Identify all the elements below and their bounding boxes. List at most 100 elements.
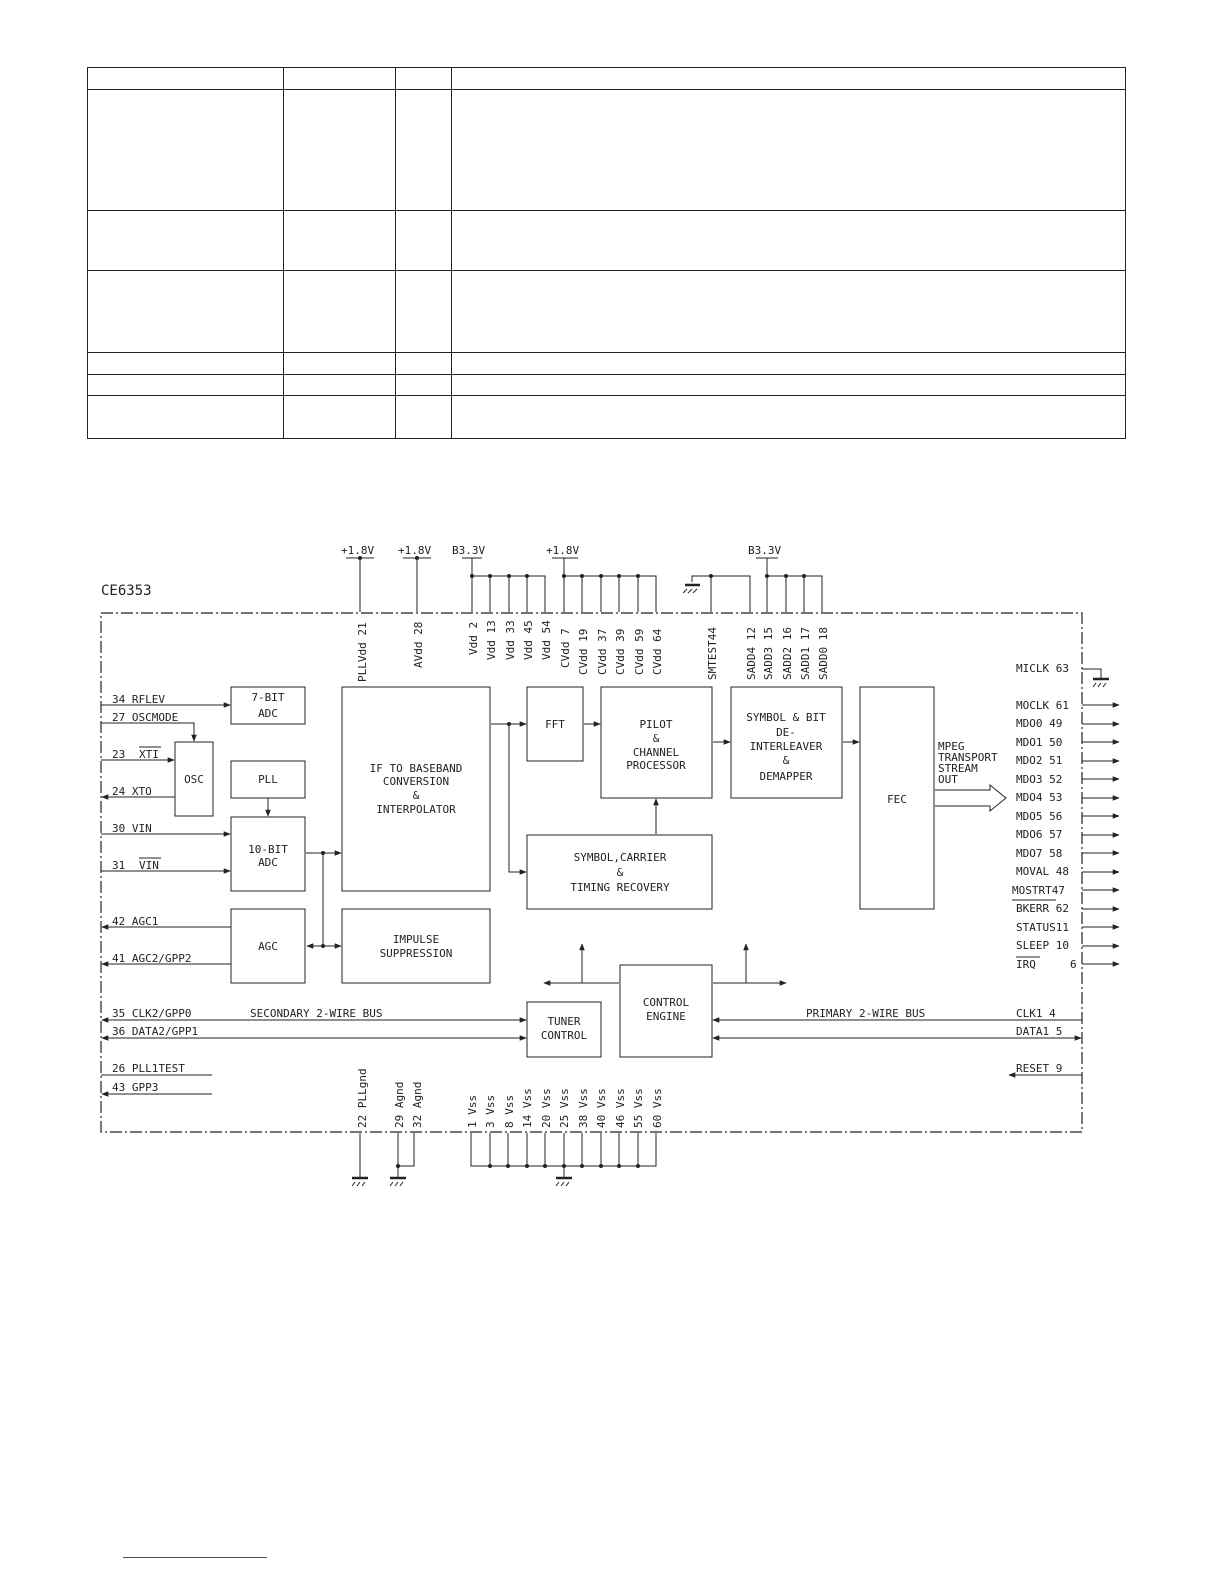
pin-label: 6 [1070,958,1077,971]
pin-label: MOCLK 61 [1016,699,1069,712]
table-cell [283,395,396,439]
table-row [87,89,1126,211]
impulse-suppression-block: IMPULSE SUPPRESSION [341,908,491,984]
block-label: DE- [776,726,796,739]
block-label: TUNER [547,1015,580,1028]
table-cell [395,395,452,439]
fec-block: FEC [859,686,935,910]
rail-label: +1.8V [546,544,579,557]
block-label: AGC [258,940,278,953]
pin-label: 41 AGC2/GPP2 [112,952,191,965]
pin-label: AVdd 28 [412,622,425,668]
pin-label: 38 Vss [577,1088,590,1128]
block-label: ADC [258,707,278,720]
table-cell [451,395,1126,439]
pin-label: SADD3 15 [762,627,775,680]
pin-label: 26 PLL1TEST [112,1062,185,1075]
pin-label: CVdd 39 [614,629,627,675]
pin-label: 27 OSCMODE [112,711,178,724]
pin-label: Vdd 2 [467,622,480,655]
pin-label: MDO0 49 [1016,717,1062,730]
pin-label: RESET 9 [1016,1062,1062,1075]
block-label: TIMING RECOVERY [570,881,670,894]
pin-label: 30 VIN [112,822,152,835]
block-label: SYMBOL,CARRIER [574,851,667,864]
block-label: & [413,789,420,802]
pin-label: STATUS11 [1016,921,1069,934]
mpeg-output: MPEG TRANSPORT STREAM OUT [935,740,1007,813]
chip-label: CE6353 [101,583,152,599]
table-cell [283,270,396,353]
pin-label: 40 Vss [595,1088,608,1128]
pin-label: SADD1 17 [799,627,812,680]
block-label: & [653,732,660,745]
table-cell [283,89,396,211]
pin-label: 25 Vss [558,1088,571,1128]
pin-label: 22 PLLgnd [356,1068,369,1128]
chip-outline [100,612,1083,1133]
pin-label: 32 Agnd [411,1082,424,1128]
pll-block: PLL [230,760,306,799]
block-label: 7-BIT [251,691,284,704]
pin-label: 3 Vss [484,1095,497,1128]
pin-label: BKERR 62 [1016,902,1069,915]
table-row [87,210,1126,271]
block-label: CHANNEL [633,746,680,759]
pin-label: 14 Vss [521,1088,534,1128]
internal-signals [191,721,860,986]
block-label: PROCESSOR [626,759,686,772]
pin-label: XTI [139,748,159,761]
block-label: CONTROL [541,1029,588,1042]
block-label: FFT [545,718,565,731]
pin-label: 55 Vss [632,1088,645,1128]
pin-label: CVdd 59 [633,629,646,675]
bottom-pin-labels: 22 PLLgnd 29 Agnd 32 Agnd 1 Vss 3 Vss 8 … [356,1068,664,1128]
rail-label: +1.8V [341,544,374,557]
pin-label: MDO7 58 [1016,847,1062,860]
top-pin-labels: PLLVdd 21 AVdd 28 Vdd 2 Vdd 13 Vdd 33 Vd… [356,620,830,682]
power-rails: +1.8V +1.8V B3.3V +1.8V B3.3V [341,544,823,612]
table-cell [451,210,1126,271]
pin-label: 35 CLK2/GPP0 [112,1007,191,1020]
block-label: CONVERSION [383,775,449,788]
symbol-bit-block: SYMBOL & BIT DE- INTERLEAVER & DEMAPPER [730,686,843,799]
pin-label: MDO5 56 [1016,810,1062,823]
table-cell [87,395,284,439]
pin-label: 36 DATA2/GPP1 [112,1025,198,1038]
pin-label: Vdd 13 [485,620,498,660]
block-label: FEC [887,793,907,806]
tuner-control-block: TUNER CONTROL [526,1001,602,1058]
block-label: OSC [184,773,204,786]
pin-label: CLK1 4 [1016,1007,1056,1020]
adc10-block: 10-BIT ADC [230,816,306,892]
pin-label: 20 Vss [540,1088,553,1128]
wide-arrow-icon [935,783,1007,813]
block-label: DEMAPPER [760,770,813,783]
pin-label: MDO6 57 [1016,828,1062,841]
pin-label: MDO3 52 [1016,773,1062,786]
right-pins: MICLK 63 MOCLK 61 MDO0 49 MDO1 50 MDO2 5… [712,662,1120,1078]
pin-label: Vdd 45 [522,620,535,660]
pin-label: VIN [139,859,159,872]
table-cell [283,210,396,271]
block-label: IF TO BASEBAND [370,762,463,775]
block-label: PILOT [639,718,672,731]
pin-label: MICLK 63 [1016,662,1069,675]
block-label: IMPULSE [393,933,439,946]
pin-label: SADD2 16 [781,627,794,680]
agc-block: AGC [230,908,306,984]
pin-label: MDO1 50 [1016,736,1062,749]
block-label: ADC [258,856,278,869]
pin-label: PLLVdd 21 [356,622,369,682]
footer-link-underline [123,1557,267,1558]
pin-label: 1 Vss [466,1095,479,1128]
block-label: & [783,754,790,767]
pin-label: MOSTRT47 [1012,884,1065,897]
left-pins: 34 RFLEV 27 OSCMODE 23 XTI 24 XTO 30 VIN… [101,693,527,1097]
block-label: PLL [258,773,278,786]
pin-label: 42 AGC1 [112,915,158,928]
pin-label: CVdd 7 [559,628,572,668]
pin-label: 24 XTO [112,785,152,798]
bus-label: PRIMARY 2-WIRE BUS [806,1007,925,1020]
